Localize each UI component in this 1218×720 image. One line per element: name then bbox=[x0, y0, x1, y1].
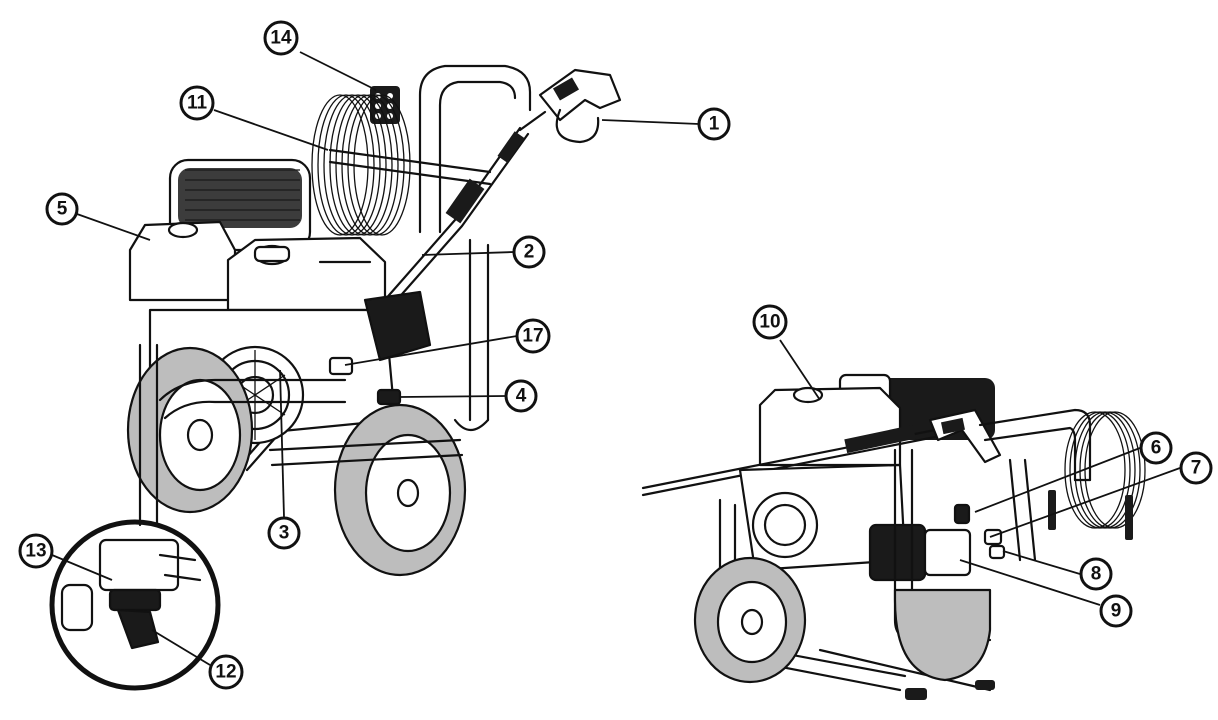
callout-2: 2 bbox=[512, 235, 546, 269]
callout-9: 9 bbox=[1099, 594, 1133, 628]
callout-5: 5 bbox=[45, 192, 79, 226]
callout-12: 12 bbox=[208, 654, 244, 690]
callout-10: 10 bbox=[752, 304, 788, 340]
rear-spray-gun bbox=[928, 408, 1002, 464]
callout-11: 11 bbox=[179, 85, 215, 121]
detail-magnifier bbox=[49, 343, 221, 691]
fuel-tank bbox=[128, 220, 237, 302]
svg-text:10: 10 bbox=[759, 312, 780, 333]
svg-text:9: 9 bbox=[1111, 601, 1122, 622]
svg-text:14: 14 bbox=[270, 28, 292, 49]
rear-wand bbox=[641, 424, 937, 497]
svg-text:8: 8 bbox=[1091, 564, 1102, 585]
right-wheel bbox=[333, 403, 467, 577]
svg-text:1: 1 bbox=[709, 114, 720, 135]
callout-13: 13 bbox=[18, 533, 54, 569]
svg-text:4: 4 bbox=[516, 386, 527, 407]
callout-14: 14 bbox=[263, 20, 299, 56]
front-frame-rails bbox=[158, 378, 464, 467]
svg-text:17: 17 bbox=[522, 326, 543, 347]
rear-engine-body bbox=[738, 463, 907, 572]
handle-frame bbox=[418, 64, 532, 432]
callout-3: 3 bbox=[267, 516, 301, 550]
callout-17: 17 bbox=[515, 318, 551, 354]
callout-6: 6 bbox=[1139, 431, 1173, 465]
svg-text:12: 12 bbox=[215, 662, 236, 683]
svg-text:7: 7 bbox=[1191, 458, 1202, 479]
callout-7: 7 bbox=[1179, 451, 1213, 485]
rear-fuel-tank bbox=[758, 386, 902, 467]
svg-text:2: 2 bbox=[524, 242, 535, 263]
svg-text:6: 6 bbox=[1151, 438, 1162, 459]
engine-block bbox=[226, 236, 387, 312]
high-pressure-hose bbox=[311, 94, 411, 236]
svg-text:13: 13 bbox=[25, 541, 46, 562]
thermal-relief-valve bbox=[328, 356, 354, 376]
left-wheel bbox=[126, 346, 254, 514]
svg-text:5: 5 bbox=[57, 199, 68, 220]
water-inlet bbox=[376, 388, 402, 406]
spray-gun bbox=[518, 68, 622, 144]
rear-view-illustration bbox=[641, 373, 1146, 700]
rear-hose-coil bbox=[1048, 411, 1146, 540]
callout-1: 1 bbox=[697, 107, 731, 141]
leader-lines bbox=[51, 51, 1181, 666]
callout-8: 8 bbox=[1079, 557, 1113, 591]
front-view-illustration bbox=[49, 64, 622, 691]
svg-text:3: 3 bbox=[279, 523, 290, 544]
svg-text:11: 11 bbox=[187, 93, 208, 114]
callout-4: 4 bbox=[504, 379, 538, 413]
rear-left-wheel bbox=[693, 556, 807, 684]
rear-right-wheel bbox=[893, 588, 992, 682]
